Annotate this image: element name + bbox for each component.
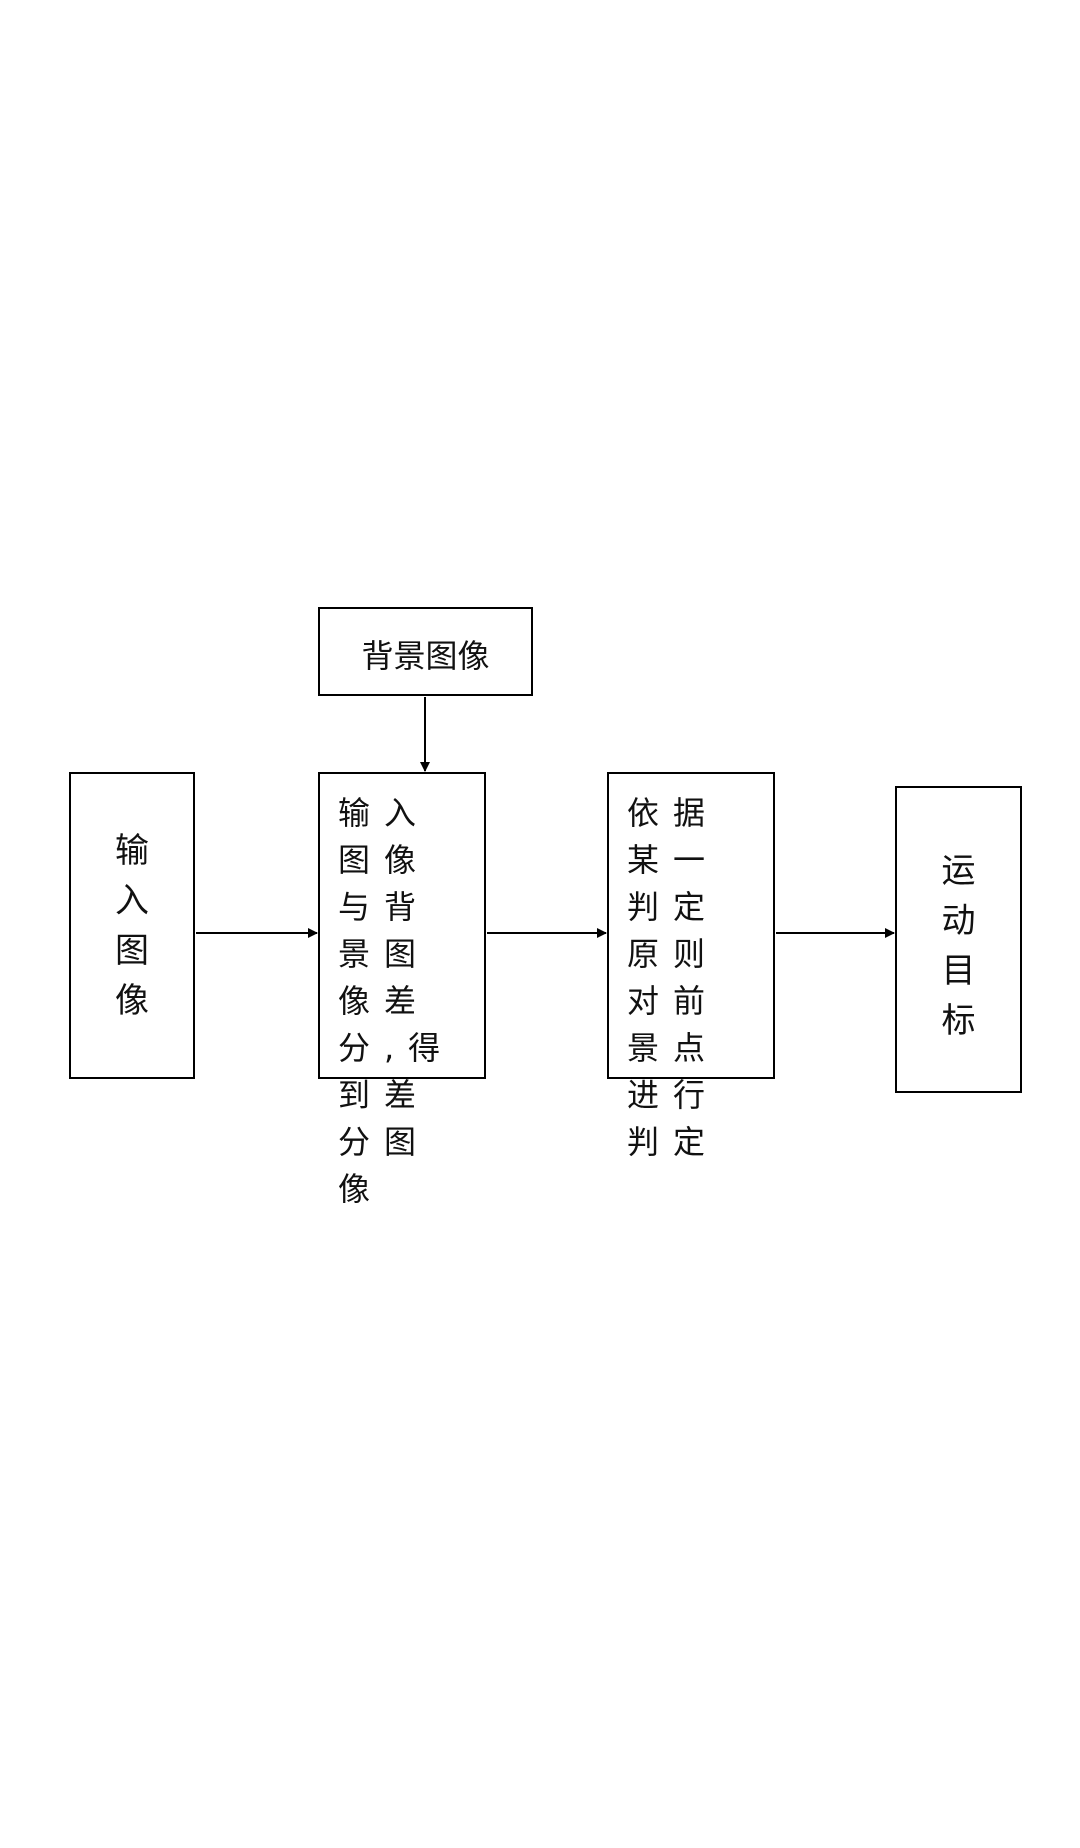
moving-target-node: 运动目标 bbox=[895, 786, 1022, 1093]
difference-label: 输入图像与背景图像差分,得到差分图像 bbox=[338, 794, 455, 1208]
input-image-node: 输入图像 bbox=[69, 772, 195, 1079]
input-image-label: 输入图像 bbox=[115, 831, 149, 1021]
judgement-node: 依据某一判定原则对前景点进行判定 bbox=[607, 772, 775, 1161]
background-image-label: 背景图像 bbox=[361, 637, 490, 675]
difference-node: 输入图像与背景图像差分,得到差分图像 bbox=[318, 772, 486, 1208]
moving-target-label: 运动目标 bbox=[941, 851, 976, 1041]
judgement-label: 依据某一判定原则对前景点进行判定 bbox=[627, 794, 720, 1161]
background-image-node: 背景图像 bbox=[318, 607, 533, 696]
